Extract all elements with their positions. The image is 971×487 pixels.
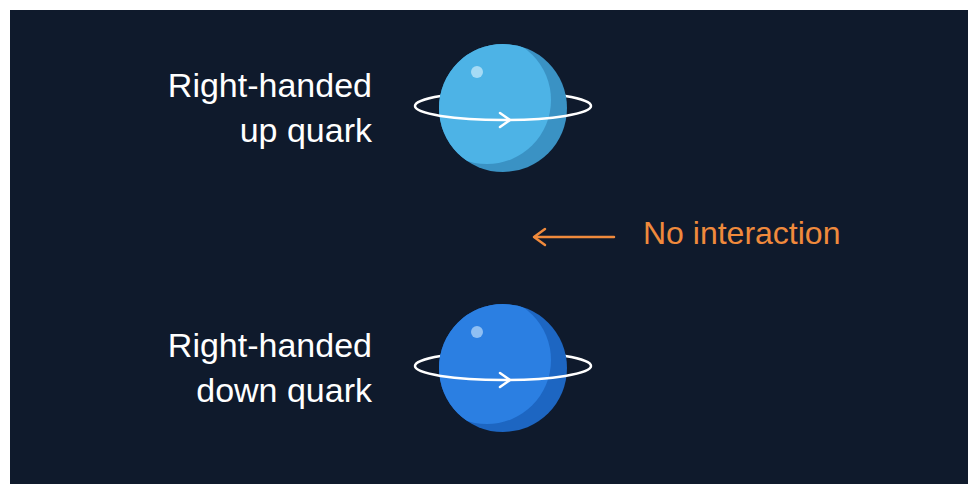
sphere-highlight: [471, 326, 483, 338]
quark-node: Right-handed up quark: [100, 30, 620, 190]
sphere-highlight: [471, 66, 483, 78]
pointer-arrow: [534, 229, 614, 245]
spin-ring-front: [415, 366, 591, 380]
annotation-label: No interaction: [643, 213, 840, 253]
quark-sphere: [380, 30, 620, 190]
spin-arrow: [500, 113, 510, 127]
quark-node: Right-handed down quark: [100, 290, 620, 450]
quark-label: Right-handed up quark: [142, 63, 372, 153]
sphere-body: [423, 296, 551, 424]
spin-ring-front: [415, 106, 591, 120]
dark-panel: [10, 10, 968, 484]
sphere-body: [423, 36, 551, 164]
quark-label: Right-handed down quark: [142, 323, 372, 413]
spin-arrow: [500, 373, 510, 387]
quark-sphere: [380, 290, 620, 450]
